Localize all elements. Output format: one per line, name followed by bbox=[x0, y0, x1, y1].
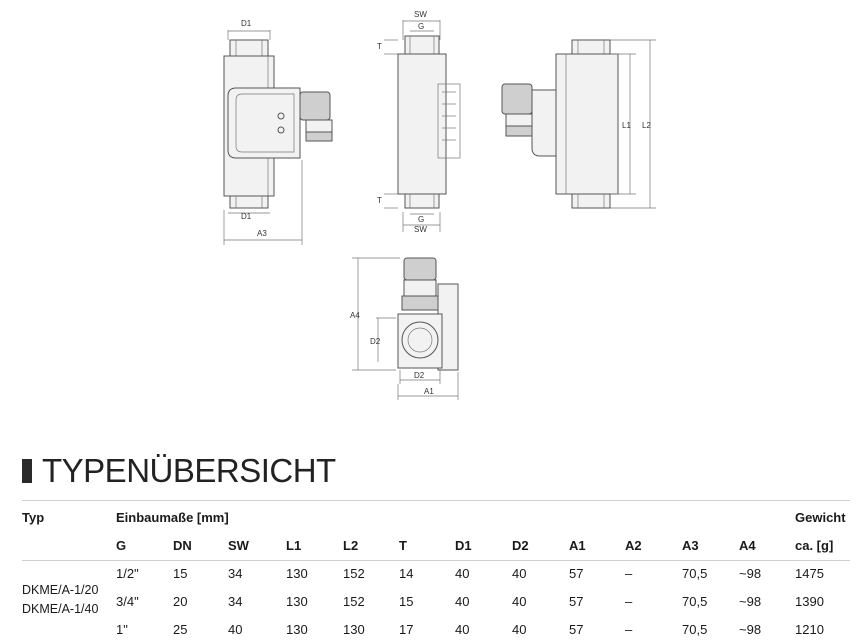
label-t-bottom: T bbox=[377, 196, 382, 205]
label-g-bottom: G bbox=[418, 215, 424, 224]
label-d1-top: D1 bbox=[241, 19, 252, 28]
label-l1: L1 bbox=[622, 121, 631, 130]
header-g: G bbox=[116, 538, 127, 553]
label-d2-horizontal: D2 bbox=[414, 371, 425, 380]
cell-gewicht: 1210 bbox=[795, 622, 824, 637]
header-a3: A3 bbox=[682, 538, 699, 553]
header-a1: A1 bbox=[569, 538, 586, 553]
cell-a4: ~98 bbox=[739, 566, 762, 581]
technical-drawing: D1 D1 A3 SW G T bbox=[223, 10, 656, 400]
header-a4: A4 bbox=[739, 538, 756, 553]
label-sw-top: SW bbox=[414, 10, 427, 19]
cell-gewicht: 1390 bbox=[795, 594, 824, 609]
label-a4: A4 bbox=[350, 311, 360, 320]
cell-d1: 40 bbox=[455, 594, 470, 609]
cell-l1: 130 bbox=[286, 594, 308, 609]
back-view: L1 L2 bbox=[501, 39, 656, 209]
front-view: D1 D1 A3 bbox=[223, 19, 333, 245]
cell-t: 17 bbox=[399, 622, 414, 637]
header-d2: D2 bbox=[512, 538, 529, 553]
label-g-top: G bbox=[418, 22, 424, 31]
header-typ: Typ bbox=[22, 510, 45, 525]
cell-sw: 34 bbox=[228, 566, 243, 581]
cell-d2: 40 bbox=[512, 594, 527, 609]
cell-g: 1" bbox=[116, 622, 128, 637]
cell-d2: 40 bbox=[512, 566, 527, 581]
table-header-rule bbox=[22, 560, 850, 561]
cell-a2: – bbox=[625, 566, 633, 581]
side-view: SW G T T G SW bbox=[377, 10, 461, 234]
table-top-rule bbox=[22, 500, 850, 501]
cell-a1: 57 bbox=[569, 594, 584, 609]
cell-l2: 152 bbox=[343, 566, 365, 581]
cell-a2: – bbox=[625, 594, 633, 609]
label-a3: A3 bbox=[257, 229, 267, 238]
header-einbaumasse: Einbaumaße [mm] bbox=[116, 510, 229, 525]
type-name-2: DKME/A-1/40 bbox=[22, 602, 99, 616]
cell-a3: 70,5 bbox=[682, 594, 708, 609]
cell-a1: 57 bbox=[569, 622, 584, 637]
header-a2: A2 bbox=[625, 538, 642, 553]
cell-gewicht: 1475 bbox=[795, 566, 824, 581]
title-bar-icon bbox=[22, 459, 32, 483]
top-view: A4 D2 D2 A1 bbox=[350, 257, 459, 400]
header-dn: DN bbox=[173, 538, 192, 553]
cell-d1: 40 bbox=[455, 622, 470, 637]
label-t-top: T bbox=[377, 42, 382, 51]
cell-d2: 40 bbox=[512, 622, 527, 637]
cell-t: 14 bbox=[399, 566, 414, 581]
header-gewicht-unit: ca. [g] bbox=[795, 538, 834, 553]
header-sw: SW bbox=[228, 538, 249, 553]
cell-a4: ~98 bbox=[739, 594, 762, 609]
cell-g: 3/4" bbox=[116, 594, 139, 609]
cell-l1: 130 bbox=[286, 566, 308, 581]
label-d2-vertical: D2 bbox=[370, 337, 381, 346]
cell-d1: 40 bbox=[455, 566, 470, 581]
cell-dn: 15 bbox=[173, 566, 188, 581]
header-gewicht: Gewicht bbox=[795, 510, 846, 525]
cell-l2: 152 bbox=[343, 594, 365, 609]
label-l2: L2 bbox=[642, 121, 651, 130]
cell-dn: 25 bbox=[173, 622, 188, 637]
cell-a3: 70,5 bbox=[682, 566, 708, 581]
cell-l1: 130 bbox=[286, 622, 308, 637]
cell-dn: 20 bbox=[173, 594, 188, 609]
cell-a3: 70,5 bbox=[682, 622, 708, 637]
cell-a4: ~98 bbox=[739, 622, 762, 637]
header-l2: L2 bbox=[343, 538, 359, 553]
cell-a2: – bbox=[625, 622, 633, 637]
cell-a1: 57 bbox=[569, 566, 584, 581]
cell-l2: 130 bbox=[343, 622, 365, 637]
label-sw-bottom: SW bbox=[414, 225, 427, 234]
cell-g: 1/2" bbox=[116, 566, 139, 581]
cell-t: 15 bbox=[399, 594, 414, 609]
type-name-1: DKME/A-1/20 bbox=[22, 583, 99, 597]
cell-sw: 40 bbox=[228, 622, 243, 637]
header-t: T bbox=[399, 538, 407, 553]
label-d1-bottom: D1 bbox=[241, 212, 252, 221]
cell-sw: 34 bbox=[228, 594, 243, 609]
section-title: TYPENÜBERSICHT bbox=[22, 452, 336, 490]
label-a1: A1 bbox=[424, 387, 434, 396]
header-l1: L1 bbox=[286, 538, 302, 553]
section-title-text: TYPENÜBERSICHT bbox=[42, 452, 336, 489]
header-d1: D1 bbox=[455, 538, 472, 553]
